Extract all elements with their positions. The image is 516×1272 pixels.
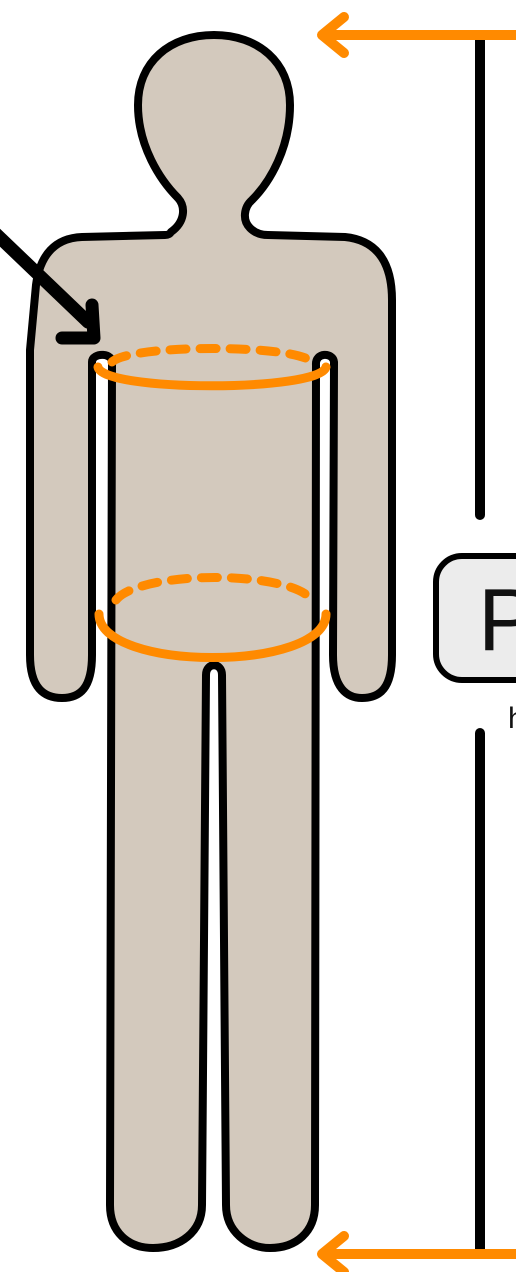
human-figure — [30, 35, 392, 1248]
bottom-height-arrow — [322, 1236, 516, 1272]
height-label-badge: P h — [436, 556, 516, 735]
body-silhouette — [30, 35, 392, 1248]
badge-caption: h — [508, 702, 516, 735]
badge-text: P — [478, 570, 516, 669]
top-height-arrow — [322, 17, 516, 53]
